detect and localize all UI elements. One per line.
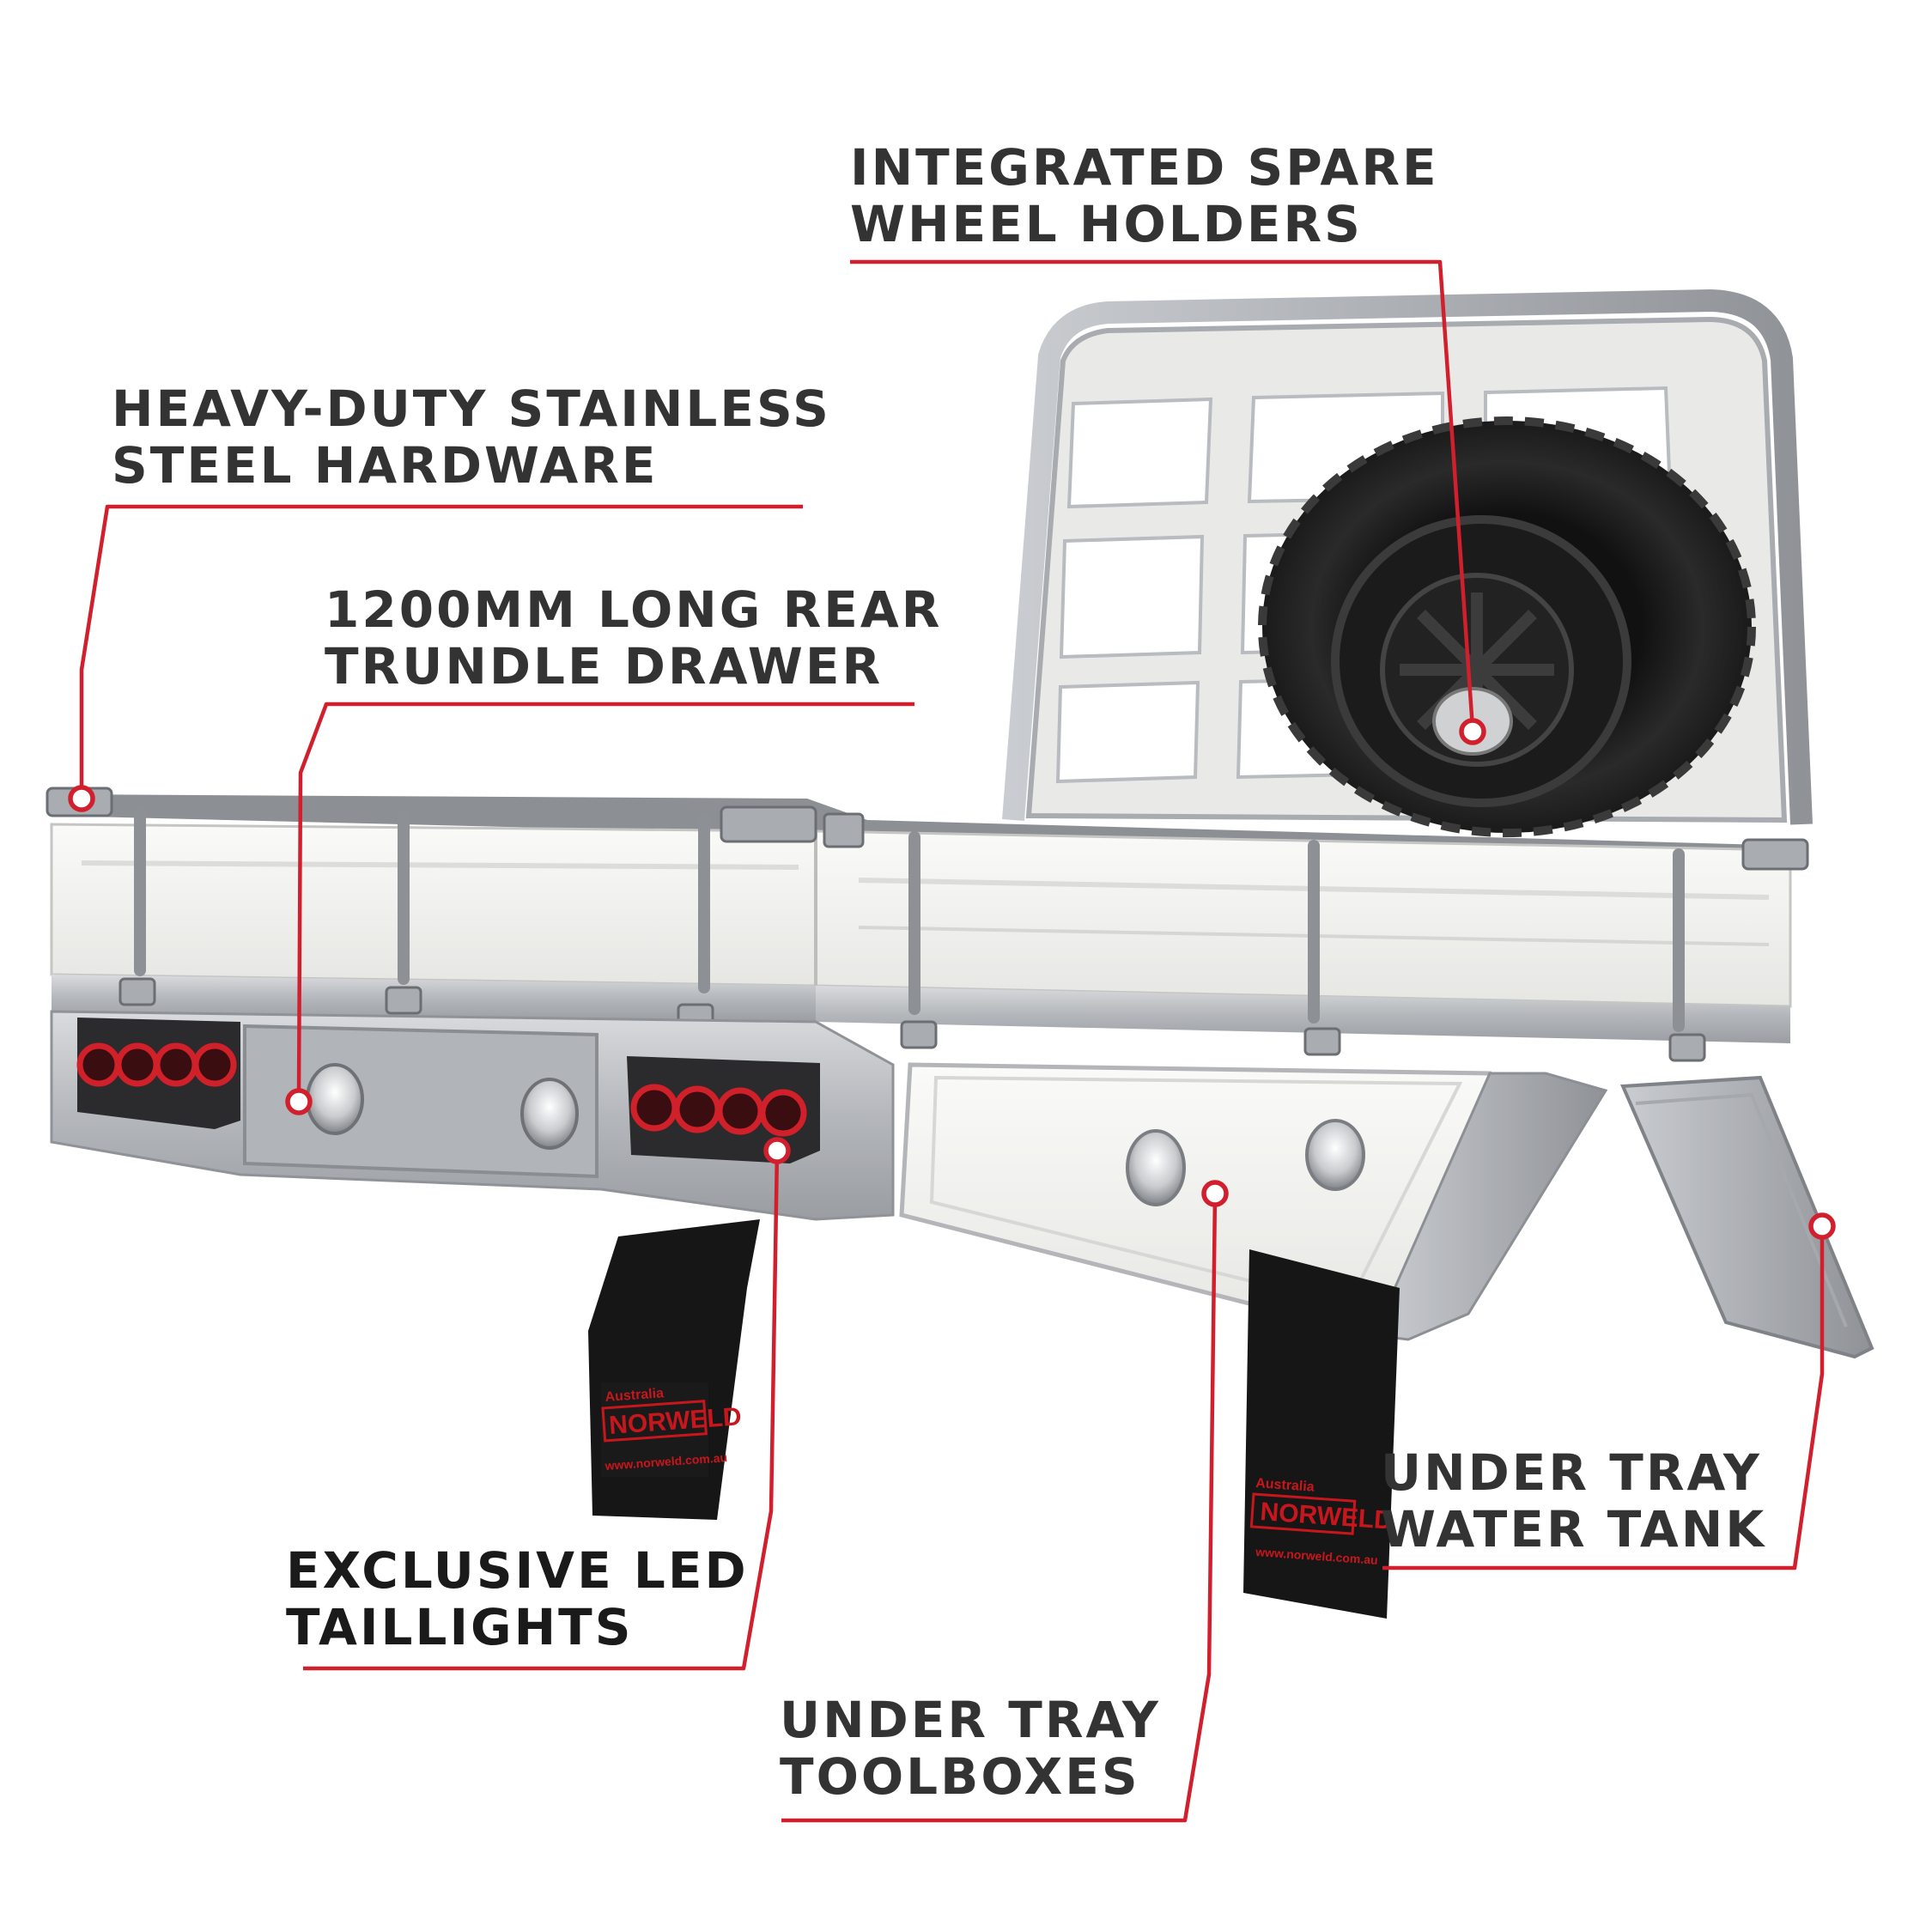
svg-text:Australia: Australia [1255,1476,1315,1495]
led-taillight-rings [76,1042,807,1137]
callout-trundle-drawer-line1: 1200MM LONG REAR [325,580,943,639]
leader-markers [68,718,1836,1240]
callout-spare-wheel-line2: WHEEL HOLDERS [850,195,1363,253]
callout-toolboxes-line1: UNDER TRAY [780,1691,1161,1749]
leader-led-taillights [303,1150,780,1671]
callout-stainless-hardware-line2: STEEL HARDWARE [112,436,659,495]
callout-led-taillights-line2: TAILLIGHTS [286,1598,634,1656]
marker-led-taillights [763,1137,791,1164]
callout-stainless-hardware-line1: HEAVY-DUTY STAINLESS [112,380,831,438]
leader-spare-wheel [850,259,1475,729]
rear-bumper [50,1010,895,1221]
callout-led-taillights-line1: EXCLUSIVE LED [286,1541,749,1600]
marker-spare-wheel [1459,718,1486,745]
callout-trundle-drawer: 1200MM LONG REAR TRUNDLE DRAWER [325,581,942,695]
mudflap-left [588,1219,760,1520]
callout-water-tank-line1: UNDER TRAY [1381,1443,1762,1502]
svg-text:Australia: Australia [605,1386,665,1405]
tray-body [46,787,1809,1062]
marker-trundle-drawer [285,1088,313,1115]
leader-water-tank [1382,1226,1825,1571]
leader-lines [79,259,1825,1823]
leader-toolboxes [781,1193,1218,1823]
callout-spare-wheel-line1: INTEGRATED SPARE [850,138,1439,197]
callout-trundle-drawer-line2: TRUNDLE DRAWER [325,637,884,696]
marker-water-tank [1808,1212,1836,1240]
spare-wheel [1258,416,1756,837]
callout-spare-wheel: INTEGRATED SPARE WHEEL HOLDERS [850,139,1439,252]
callout-water-tank: UNDER TRAY WATER TANK [1381,1444,1766,1558]
under-tray-water-tank [1620,1075,1874,1359]
mudflap-right [1243,1249,1400,1619]
leader-stainless-hardware [79,504,803,799]
callout-water-tank-line2: WATER TANK [1381,1500,1767,1558]
marker-stainless-hardware [68,785,95,812]
leader-trundle-drawer [296,702,914,1100]
callout-toolboxes: UNDER TRAY TOOLBOXES [780,1692,1161,1805]
callout-stainless-hardware: HEAVY-DUTY STAINLESS STEEL HARDWARE [112,380,831,494]
callout-led-taillights: EXCLUSIVE LED TAILLIGHTS [286,1542,749,1656]
marker-toolboxes [1201,1180,1229,1207]
callout-toolboxes-line2: TOOLBOXES [780,1747,1140,1806]
